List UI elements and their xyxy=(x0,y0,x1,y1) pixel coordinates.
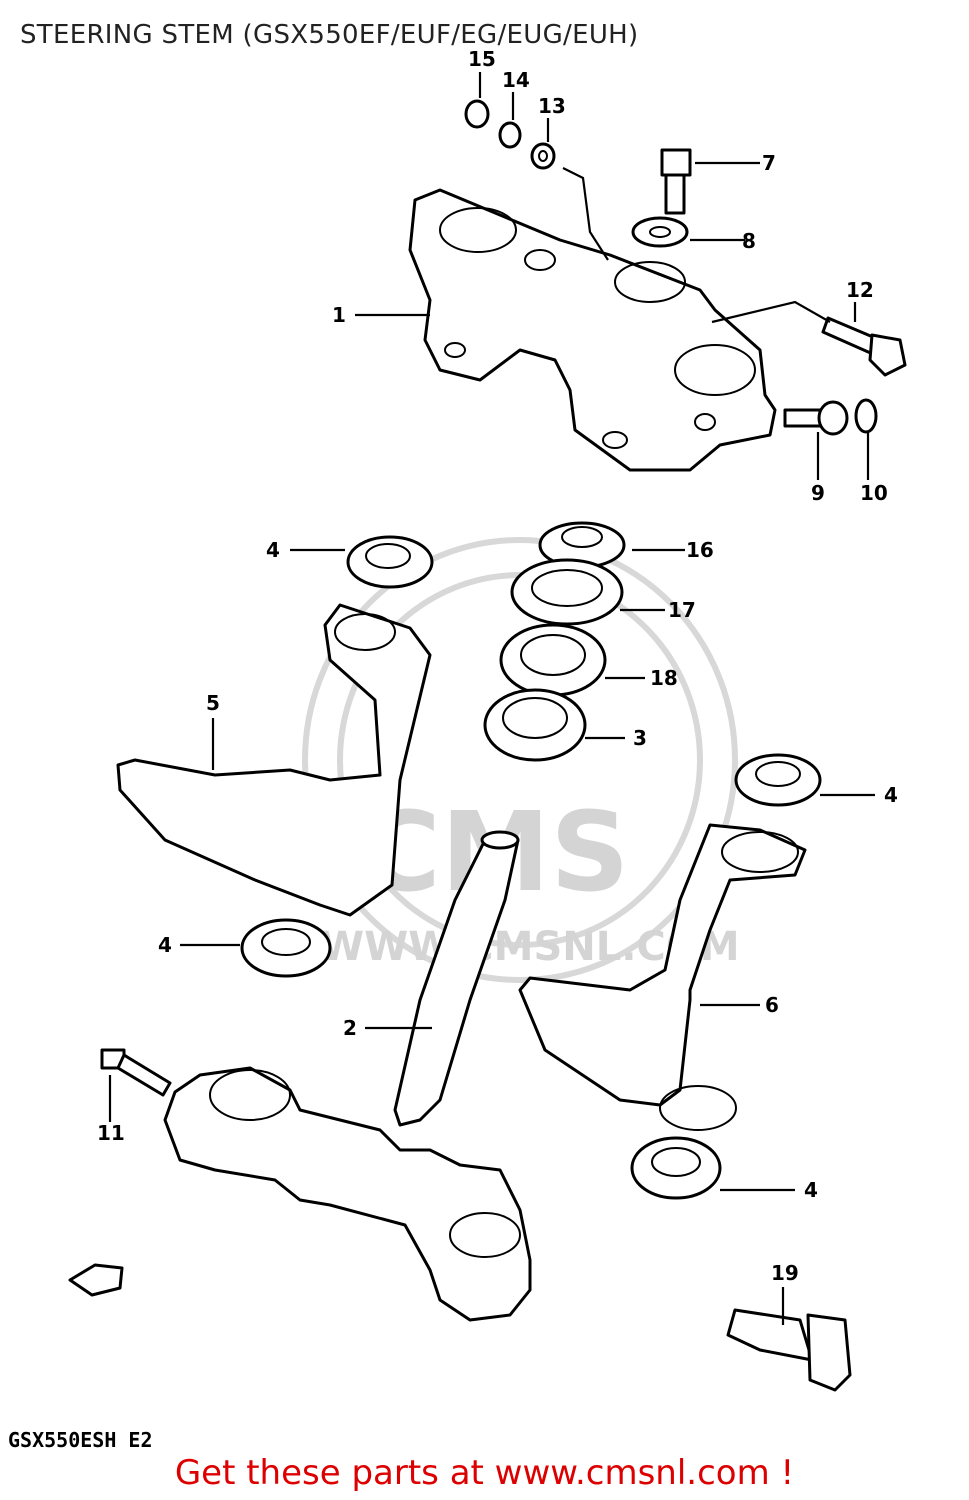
cushion-part[interactable] xyxy=(240,918,332,978)
dust-seal-part[interactable] xyxy=(510,558,624,626)
callout-16: 16 xyxy=(686,538,714,562)
model-code-label: GSX550ESH E2 xyxy=(8,1428,153,1452)
cushion-part[interactable] xyxy=(346,535,434,589)
callout-4d: 4 xyxy=(804,1178,818,1202)
washer-part[interactable] xyxy=(631,216,689,248)
lower-bracket-part[interactable] xyxy=(163,1066,532,1322)
steering-lock-part[interactable] xyxy=(726,1308,852,1392)
callout-10: 10 xyxy=(860,481,888,505)
right-bracket-part[interactable] xyxy=(518,823,807,1131)
cushion-part[interactable] xyxy=(630,1136,722,1200)
callout-6: 6 xyxy=(765,993,779,1017)
callout-11: 11 xyxy=(97,1121,125,1145)
callout-4c: 4 xyxy=(158,933,172,957)
callout-12: 12 xyxy=(846,278,874,302)
bearing-part[interactable] xyxy=(483,688,587,762)
callout-1: 1 xyxy=(332,303,346,327)
bolt-part[interactable] xyxy=(100,1048,172,1097)
callout-8: 8 xyxy=(742,229,756,253)
callout-7: 7 xyxy=(762,151,776,175)
bearing-part[interactable] xyxy=(499,623,607,697)
bolt-part[interactable] xyxy=(783,400,849,436)
callout-9: 9 xyxy=(811,481,825,505)
bolt-part[interactable] xyxy=(660,148,692,215)
cushion-part[interactable] xyxy=(734,753,822,807)
steering-stem-part[interactable] xyxy=(393,830,520,1127)
callout-18: 18 xyxy=(650,666,678,690)
front-direction-icon xyxy=(68,1263,124,1297)
bolt-part[interactable] xyxy=(821,316,907,377)
parts-link-banner[interactable]: Get these parts at www.cmsnl.com ! xyxy=(174,1453,795,1493)
callout-15: 15 xyxy=(468,47,496,71)
callout-5: 5 xyxy=(206,691,220,715)
upper-bracket-part[interactable] xyxy=(408,188,777,472)
left-bracket-part[interactable] xyxy=(116,603,432,917)
washer-part[interactable] xyxy=(854,398,878,434)
washer-part[interactable] xyxy=(530,142,556,170)
cap-nut-part[interactable] xyxy=(498,121,522,149)
callout-13: 13 xyxy=(538,94,566,118)
callout-2: 2 xyxy=(343,1016,357,1040)
leader-lines xyxy=(108,72,875,1325)
callout-14: 14 xyxy=(502,68,530,92)
callout-4a: 4 xyxy=(266,538,280,562)
diagram-title: STEERING STEM (GSX550EF/EUF/EG/EUG/EUH) xyxy=(20,20,639,50)
callout-17: 17 xyxy=(668,598,696,622)
callout-19: 19 xyxy=(771,1261,799,1285)
callout-3: 3 xyxy=(633,726,647,750)
callout-labels: 1 2 3 4 4 4 4 5 6 7 8 9 10 11 12 13 14 1… xyxy=(97,47,898,1285)
callout-4b: 4 xyxy=(884,783,898,807)
nut-part[interactable] xyxy=(464,99,490,129)
